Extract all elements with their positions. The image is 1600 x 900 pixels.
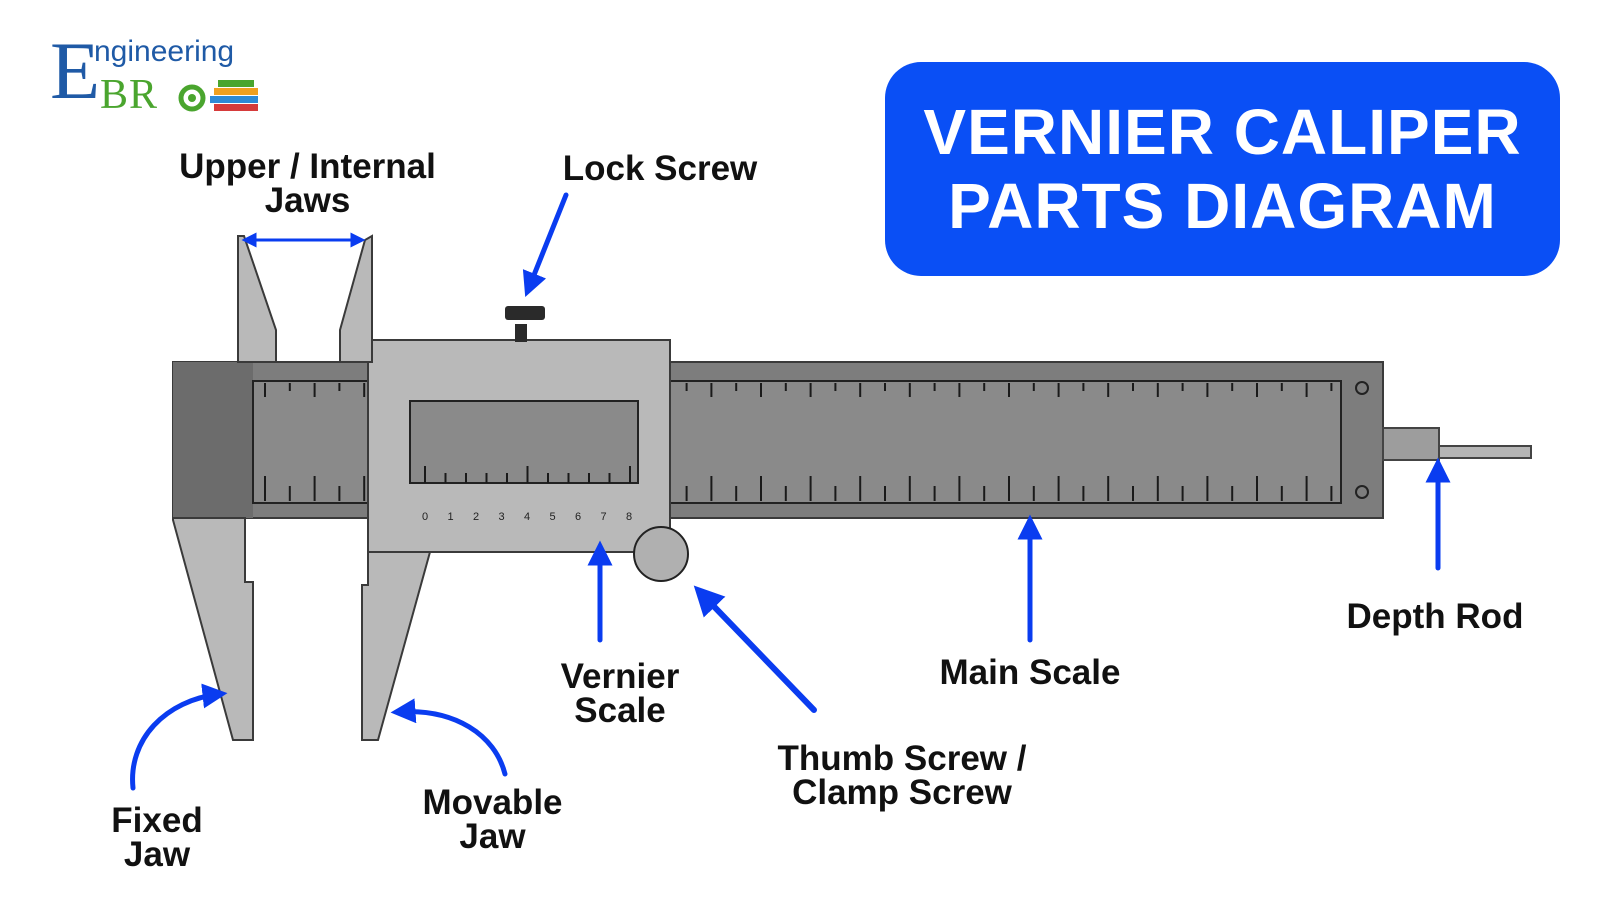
logo-letter-e: E bbox=[50, 25, 101, 116]
title-line-2: PARTS DIAGRAM bbox=[948, 170, 1497, 242]
label-movable-jaw-line-1: Movable bbox=[422, 783, 563, 822]
vernier-scale-number: 1 bbox=[447, 511, 453, 523]
label-upper-jaws-line-1: Upper / Internal bbox=[179, 147, 436, 186]
label-main-scale: Main Scale bbox=[939, 653, 1121, 692]
movable-jaw-arrow bbox=[390, 698, 508, 777]
thumb-screw bbox=[633, 526, 689, 582]
engineering-bro-logo: E ngineering BR bbox=[50, 30, 265, 118]
main-beam bbox=[172, 361, 1532, 519]
vernier-scale-number: 8 bbox=[626, 511, 632, 523]
label-vernier-scale-line-2: Scale bbox=[574, 691, 666, 730]
vernier-scale-number: 7 bbox=[600, 511, 606, 523]
label-upper-jaws: Upper / Internal Jaws bbox=[150, 147, 465, 220]
label-movable-jaw: Movable Jaw bbox=[405, 783, 580, 856]
lock-screw-arrow bbox=[522, 192, 569, 297]
label-movable-jaw-line-2: Jaw bbox=[459, 817, 526, 856]
label-fixed-jaw-line-2: Jaw bbox=[123, 835, 191, 874]
beam-screw-bottom bbox=[1355, 485, 1369, 499]
logo-gear-books-icon bbox=[178, 80, 258, 112]
fixed-upper-jaw bbox=[237, 235, 277, 363]
label-vernier-scale: Vernier Scale bbox=[545, 657, 695, 730]
label-upper-jaws-line-2: Jaws bbox=[264, 181, 351, 220]
movable-upper-jaw bbox=[339, 234, 373, 363]
label-lock-screw: Lock Screw bbox=[562, 149, 758, 188]
vernier-scale-ticks: 0 1 2 3 4 5 6 7 8 bbox=[422, 466, 632, 523]
vernier-scale-number: 4 bbox=[524, 511, 530, 523]
label-depth-rod: Depth Rod bbox=[1346, 597, 1524, 636]
vernier-slider bbox=[339, 234, 671, 741]
label-vernier-scale-line-1: Vernier bbox=[560, 657, 680, 696]
pointer-arrows bbox=[130, 192, 1451, 791]
logo-word-engineering: ngineering bbox=[94, 35, 235, 68]
thumb-screw-arrow bbox=[693, 585, 817, 713]
fixed-jaw bbox=[172, 517, 254, 741]
depth-rod bbox=[1438, 445, 1532, 459]
vernier-scale-number: 0 bbox=[422, 511, 428, 523]
fixed-jaw-arrow bbox=[130, 683, 228, 791]
vernier-scale-number: 2 bbox=[473, 511, 479, 523]
beam-screw-top bbox=[1355, 381, 1369, 395]
label-thumb-screw: Thumb Screw / Clamp Screw bbox=[752, 739, 1052, 812]
vernier-scale-number: 6 bbox=[575, 511, 581, 523]
vernier-scale-number: 5 bbox=[549, 511, 555, 523]
title-line-1: VERNIER CALIPER bbox=[923, 96, 1522, 168]
movable-jaw bbox=[361, 551, 432, 741]
label-fixed-jaw-line-1: Fixed bbox=[111, 801, 203, 840]
label-thumb-screw-line-2: Clamp Screw bbox=[792, 773, 1012, 812]
label-fixed-jaw: Fixed Jaw bbox=[92, 801, 222, 874]
title-banner: VERNIER CALIPER PARTS DIAGRAM bbox=[885, 62, 1560, 276]
logo-word-br: BR bbox=[100, 72, 159, 118]
label-thumb-screw-line-1: Thumb Screw / bbox=[777, 739, 1027, 778]
lock-screw bbox=[515, 324, 527, 342]
vernier-scale-number: 3 bbox=[498, 511, 504, 523]
